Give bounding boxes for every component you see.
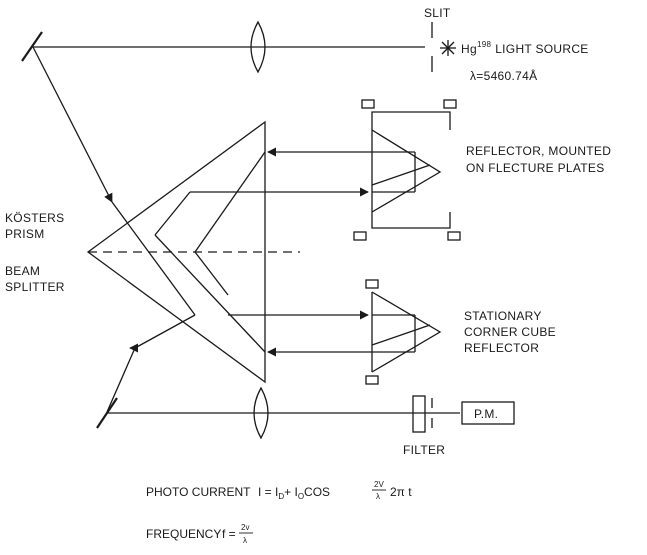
wavelength-label: λ=5460.74Å bbox=[470, 68, 537, 83]
prism-path-3 bbox=[154, 191, 191, 236]
pm-label: P.M. bbox=[474, 407, 498, 421]
bottom-lens bbox=[253, 386, 269, 440]
exit-beam bbox=[106, 347, 136, 413]
frequency-equation: FREQUENCY f = 2v λ bbox=[146, 523, 253, 545]
beam-splitter-label-line1: BEAM bbox=[5, 264, 40, 278]
top-lens bbox=[250, 20, 266, 74]
filter-element bbox=[412, 395, 426, 433]
filter-label: FILTER bbox=[403, 443, 445, 457]
stationary-corner-cube bbox=[365, 279, 442, 385]
photomultiplier-box bbox=[461, 401, 515, 425]
kosters-label-line1: KÖSTERS bbox=[5, 211, 64, 225]
svg-text:f =: f = bbox=[222, 527, 236, 541]
prism-path-4 bbox=[194, 151, 266, 253]
svg-text:λ: λ bbox=[243, 536, 247, 545]
svg-text:PHOTO CURRENT: PHOTO CURRENT bbox=[146, 485, 251, 499]
upper-reflector bbox=[353, 99, 461, 241]
svg-text:2π t: 2π t bbox=[390, 485, 412, 499]
prism-path-6 bbox=[134, 314, 196, 349]
photo-current-equation: PHOTO CURRENT I = ID+ IOCOS 2V λ 2π t bbox=[146, 480, 412, 501]
svg-text:2V: 2V bbox=[374, 480, 384, 489]
kosters-prism bbox=[86, 120, 266, 384]
svg-text:λ: λ bbox=[376, 492, 380, 501]
svg-text:I = ID+ IOCOS: I = ID+ IOCOS bbox=[258, 485, 330, 501]
stationary-label-line3: REFLECTOR bbox=[464, 341, 539, 355]
reflector-label-line2: ON FLECTURE PLATES bbox=[466, 161, 605, 175]
stationary-label-line2: CORNER CUBE bbox=[464, 325, 556, 339]
prism-path-5 bbox=[194, 251, 229, 296]
stationary-label-line1: STATIONARY bbox=[464, 309, 542, 323]
beam-splitter-label-line2: SPLITTER bbox=[5, 280, 65, 294]
prism-path-2 bbox=[154, 234, 266, 353]
kosters-label-line2: PRISM bbox=[5, 227, 45, 241]
slit-label: SLIT bbox=[424, 6, 451, 20]
star-burst-icon bbox=[440, 40, 456, 56]
svg-text:2v: 2v bbox=[241, 523, 249, 532]
prism-path-1 bbox=[111, 201, 196, 316]
top-mirror bbox=[21, 31, 43, 62]
reflector-label-line1: REFLECTOR, MOUNTED bbox=[466, 144, 611, 158]
svg-text:FREQUENCY: FREQUENCY bbox=[146, 527, 221, 541]
incident-beam bbox=[32, 46, 113, 203]
